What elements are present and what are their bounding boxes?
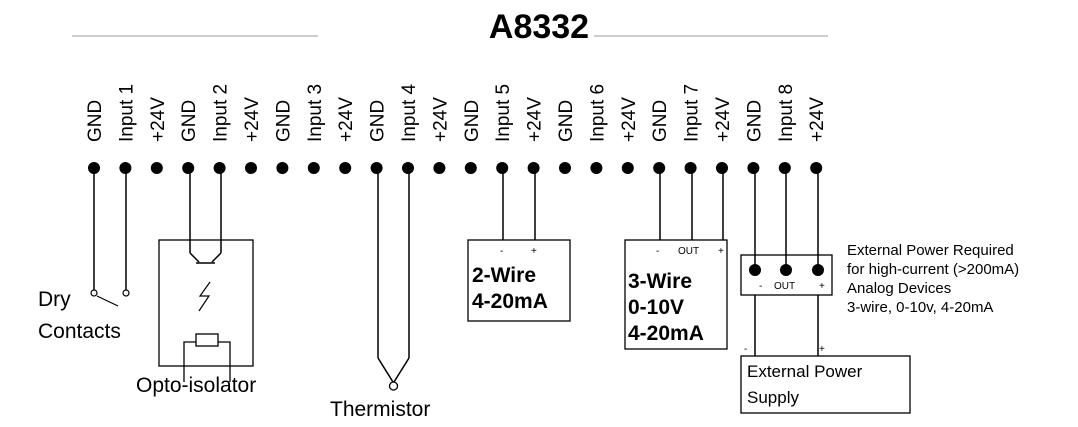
supply-label-2: Supply bbox=[747, 388, 799, 407]
terminal-label: Input 3 bbox=[305, 84, 326, 142]
terminal-label: Input 6 bbox=[587, 84, 608, 142]
terminal-dot bbox=[590, 162, 603, 174]
external-note-line-4: 3-wire, 0-10v, 4-20mA bbox=[847, 299, 993, 316]
terminal-label: Input 5 bbox=[493, 84, 514, 142]
connector-terminal bbox=[780, 264, 792, 276]
terminal-label: GND bbox=[368, 100, 389, 142]
terminal-label: +24V bbox=[525, 97, 546, 142]
terminal-dot bbox=[182, 162, 195, 174]
terminal-label: GND bbox=[462, 100, 483, 142]
terminal-dot bbox=[778, 162, 791, 174]
terminal-dot bbox=[276, 162, 289, 174]
terminal-dot bbox=[716, 162, 728, 174]
terminal-label: GND bbox=[273, 100, 294, 142]
terminal-label: +24V bbox=[619, 97, 640, 142]
three-wire-minus: - bbox=[656, 246, 659, 257]
two-wire-label-1: 2-Wire bbox=[472, 264, 536, 287]
three-wire-label-1: 3-Wire bbox=[628, 270, 692, 293]
two-wire-device: - + 2-Wire 4-20mA bbox=[467, 168, 571, 322]
connector-terminal bbox=[749, 264, 761, 276]
terminal-dot bbox=[464, 162, 477, 174]
terminal-dot bbox=[402, 162, 414, 174]
two-wire-minus: - bbox=[500, 246, 503, 257]
external-note-line-1: External Power Required bbox=[847, 242, 1014, 259]
terminal-label: GND bbox=[650, 100, 671, 142]
terminal-label: GND bbox=[85, 100, 106, 142]
thermistor: Thermistor bbox=[330, 168, 430, 421]
terminal-dot bbox=[370, 162, 383, 174]
terminal-dot bbox=[747, 162, 760, 174]
three-wire-plus: + bbox=[718, 246, 724, 257]
external-power-supply: - + External Power Supply bbox=[740, 344, 911, 414]
terminal-label: Input 1 bbox=[116, 84, 137, 142]
external-note-line-3: Analog Devices bbox=[847, 280, 951, 297]
terminal-dot bbox=[527, 162, 540, 174]
supply-label-1: External Power bbox=[747, 362, 863, 381]
terminal-dot bbox=[213, 162, 226, 174]
terminal-label: GND bbox=[179, 100, 200, 142]
terminal-label: Input 4 bbox=[399, 83, 420, 142]
thermistor-label: Thermistor bbox=[330, 398, 430, 421]
external-note-line-2: for high-current (>200mA) bbox=[847, 261, 1019, 278]
terminal-dot bbox=[684, 162, 697, 174]
two-wire-plus: + bbox=[531, 246, 537, 257]
terminal-dot bbox=[339, 162, 352, 174]
dry-contacts-label-1: Dry bbox=[38, 288, 71, 311]
supply-minus: - bbox=[744, 344, 747, 355]
terminal-dot bbox=[621, 162, 634, 174]
connector-plus: + bbox=[819, 281, 825, 292]
connector-terminal bbox=[812, 264, 824, 276]
terminal-label: GND bbox=[556, 100, 577, 142]
diagram-title: A8332 bbox=[488, 8, 590, 46]
three-wire-label-3: 4-20mA bbox=[628, 322, 704, 345]
external-connector: - OUT + External Power Required for high… bbox=[740, 168, 1019, 356]
terminal-label: +24V bbox=[336, 97, 357, 142]
terminal-dot bbox=[433, 162, 446, 174]
switch-blade bbox=[96, 295, 119, 307]
terminal-label: +24V bbox=[713, 97, 734, 142]
dry-contacts-label-2: Contacts bbox=[38, 320, 121, 343]
terminal-label: +24V bbox=[807, 97, 828, 142]
terminal-label: Input 2 bbox=[211, 84, 232, 142]
terminal-dot bbox=[653, 162, 666, 174]
dry-contacts: Dry Contacts bbox=[38, 168, 130, 343]
terminal-dot bbox=[810, 162, 823, 174]
three-wire-out: OUT bbox=[678, 246, 699, 257]
terminal-label: +24V bbox=[430, 97, 451, 142]
thermistor-bead bbox=[388, 381, 399, 391]
opto-isolator: Opto-isolator bbox=[136, 168, 256, 397]
two-wire-label-2: 4-20mA bbox=[472, 290, 548, 313]
terminal-dot bbox=[496, 162, 509, 174]
supply-plus: + bbox=[819, 344, 825, 355]
terminal-label: +24V bbox=[148, 97, 169, 142]
three-wire-label-2: 0-10V bbox=[628, 296, 684, 319]
terminal-dot bbox=[245, 162, 257, 174]
three-wire-device: - OUT + 3-Wire 0-10V 4-20mA bbox=[624, 168, 728, 350]
terminal-strip: GND Input 1 +24V GND Input 2 +24V GND Input 3 +2… bbox=[85, 83, 828, 174]
contact-terminal bbox=[90, 289, 98, 297]
contact-terminal bbox=[122, 289, 130, 297]
light-icon bbox=[198, 281, 211, 312]
terminal-label: GND bbox=[744, 100, 765, 142]
opto-isolator-label: Opto-isolator bbox=[136, 374, 256, 397]
terminal-dot bbox=[559, 162, 571, 174]
terminal-dot bbox=[150, 162, 163, 174]
led-icon bbox=[195, 333, 219, 347]
connector-out: OUT bbox=[774, 281, 795, 292]
connector-minus: - bbox=[759, 281, 762, 292]
terminal-label: +24V bbox=[242, 97, 263, 142]
terminal-dot bbox=[307, 162, 320, 174]
terminal-label: Input 7 bbox=[682, 84, 703, 142]
terminal-label: Input 8 bbox=[776, 84, 797, 142]
